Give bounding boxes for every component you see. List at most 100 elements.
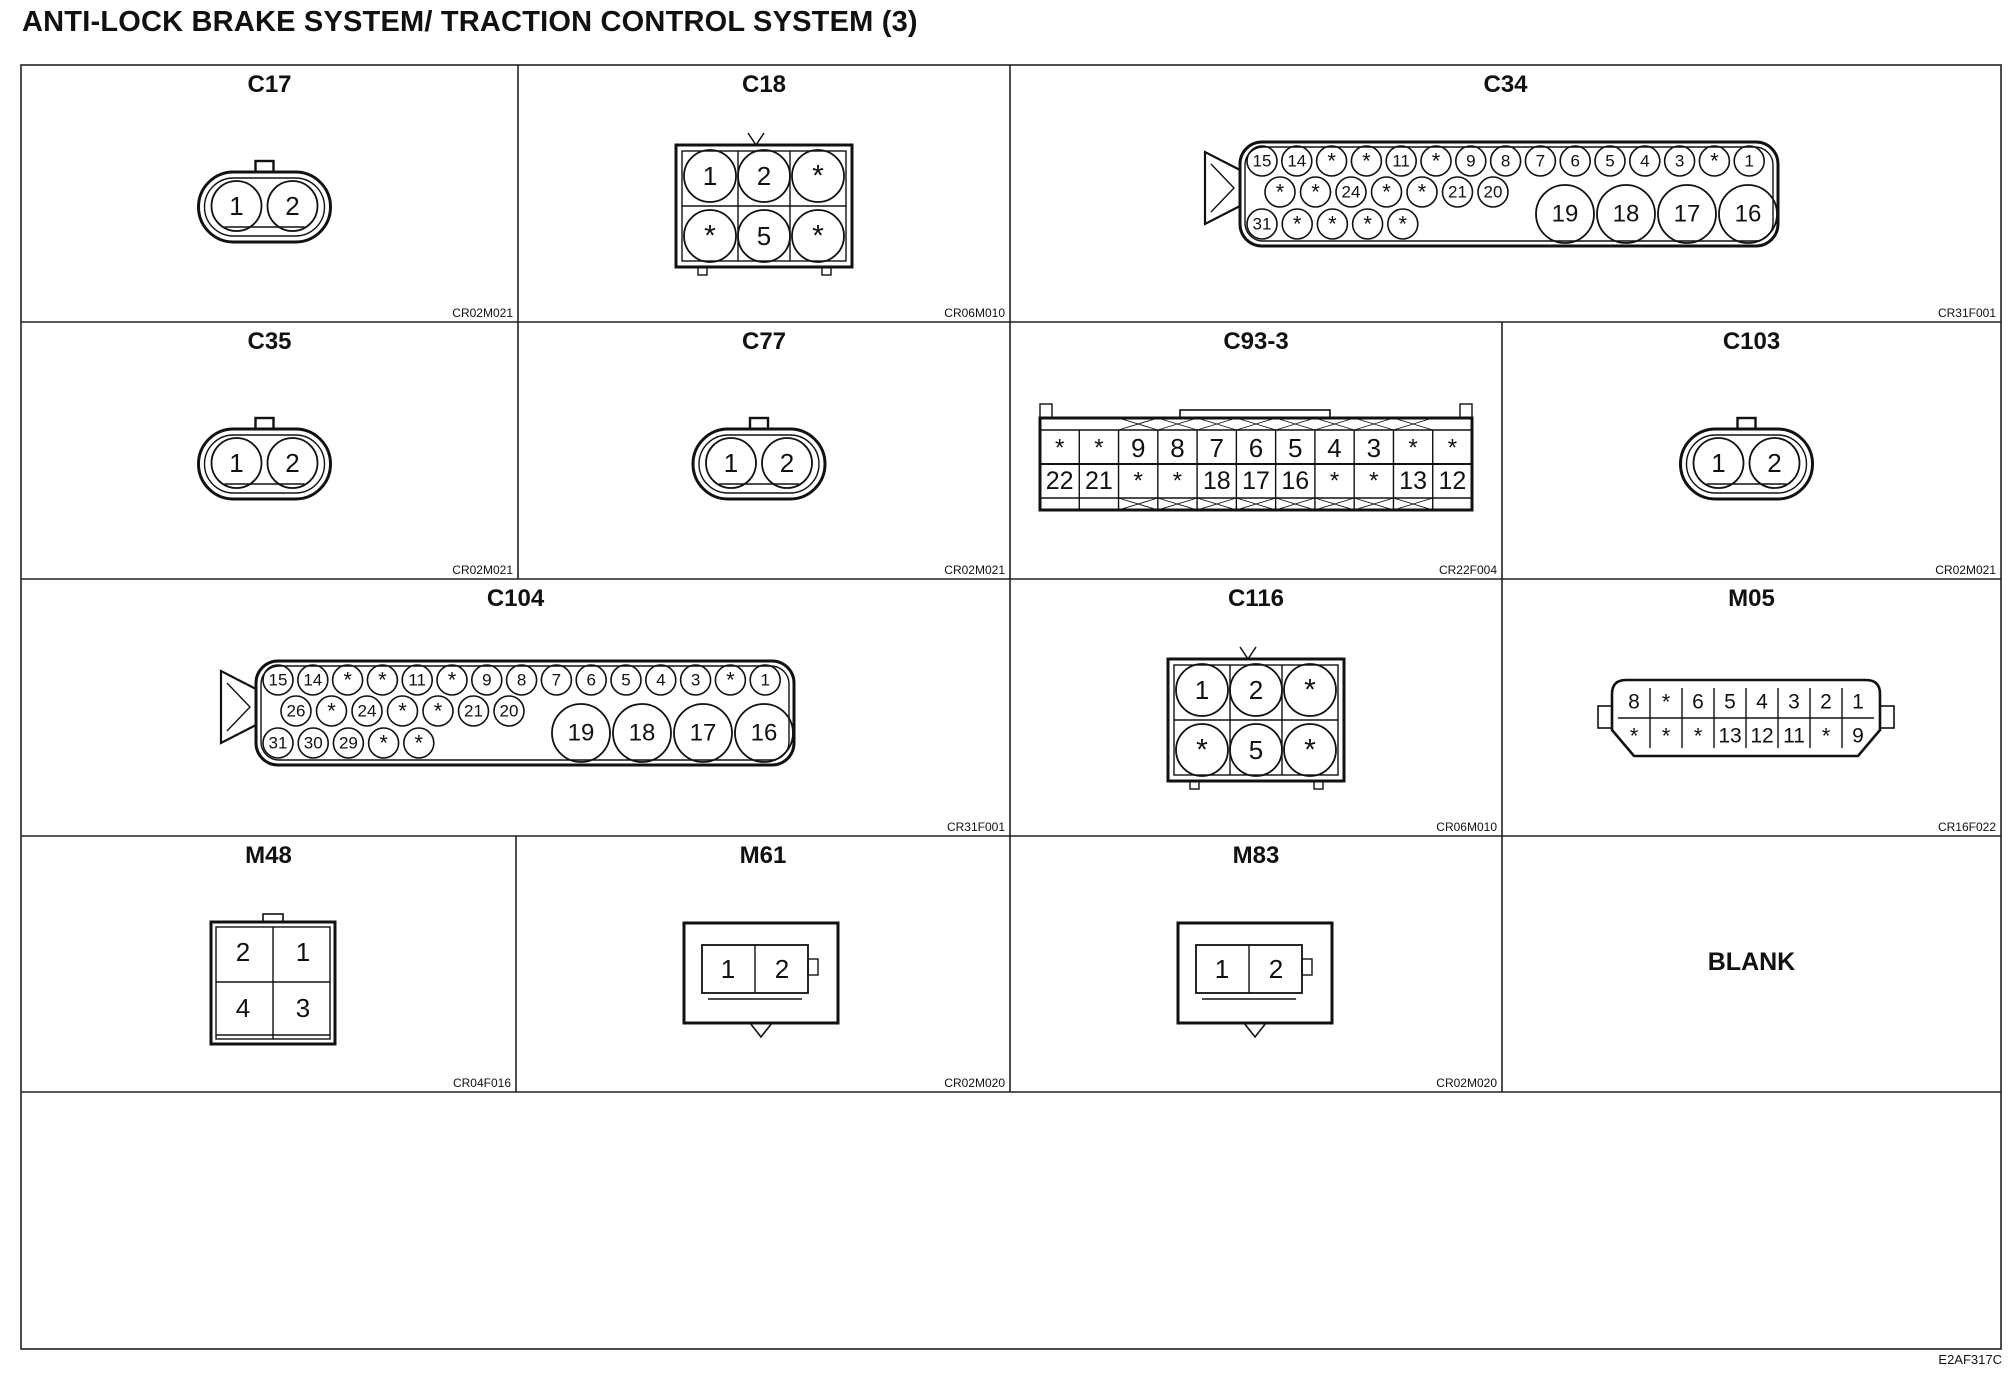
pin-cavity bbox=[1315, 145, 1348, 177]
pin-cavity bbox=[749, 664, 782, 696]
connector-label: C104 bbox=[486, 585, 545, 612]
connector-housing bbox=[197, 427, 332, 501]
pin-number: * bbox=[1694, 724, 1703, 749]
pin-cavity bbox=[1454, 145, 1487, 177]
connector-label: M05 bbox=[1728, 585, 1775, 612]
pin-number: * bbox=[398, 699, 407, 724]
page-title: ANTI-LOCK BRAKE SYSTEM/ TRACTION CONTROL… bbox=[22, 6, 918, 38]
drawing-code: E2AF317C bbox=[1938, 1352, 2002, 1367]
lock-foot bbox=[1313, 780, 1324, 790]
corner-lock bbox=[1039, 403, 1053, 419]
pin-number: 1 bbox=[229, 448, 243, 478]
pin-number: 3 bbox=[1367, 433, 1381, 463]
pin-cavity bbox=[210, 437, 263, 489]
hatch-mark bbox=[1393, 497, 1433, 511]
pin-number: * bbox=[812, 220, 824, 253]
hatch-mark bbox=[1236, 497, 1276, 511]
pin-number: 14 bbox=[303, 671, 322, 690]
pin-number: * bbox=[415, 731, 424, 756]
pin-number: 1 bbox=[296, 937, 310, 967]
connector-label: C116 bbox=[1227, 585, 1285, 612]
pin-number: 5 bbox=[1724, 691, 1736, 714]
pin-cavity bbox=[367, 727, 400, 759]
pin-cavity bbox=[1335, 176, 1367, 208]
pin-number: 4 bbox=[1640, 152, 1649, 171]
hatch-mark bbox=[1393, 417, 1433, 431]
pin-number: 16 bbox=[1735, 201, 1762, 228]
pin-cavity bbox=[1385, 145, 1418, 177]
pin-number: 2 bbox=[1820, 691, 1832, 714]
pin-number: * bbox=[1432, 149, 1441, 174]
pin-cavity bbox=[331, 664, 364, 696]
pin-number: 15 bbox=[1253, 152, 1272, 171]
pin-number: 3 bbox=[1675, 152, 1684, 171]
pin-number: 7 bbox=[552, 671, 561, 690]
pin-number: * bbox=[1304, 734, 1316, 767]
pin-cavity bbox=[1350, 145, 1383, 177]
pin-cavity bbox=[705, 437, 757, 489]
pin-cavity bbox=[1283, 723, 1337, 777]
pin-number: * bbox=[1399, 212, 1408, 237]
pin-number: * bbox=[1328, 212, 1337, 237]
pin-cavity bbox=[1281, 208, 1314, 240]
lock-foot bbox=[821, 266, 832, 276]
part-code: CR22F004 bbox=[1438, 563, 1497, 577]
pin-number: * bbox=[1418, 180, 1427, 205]
housing-inner bbox=[1685, 434, 1808, 494]
pin-cavity bbox=[1370, 176, 1403, 208]
pin-cavity bbox=[351, 695, 383, 727]
pin-cavity bbox=[761, 437, 813, 489]
pin-cavity bbox=[1596, 184, 1656, 244]
part-code: CR04F016 bbox=[452, 1076, 511, 1090]
part-code: CR02M021 bbox=[1935, 563, 1996, 577]
part-code: CR31F001 bbox=[1937, 306, 1996, 320]
pin-number: 12 bbox=[1750, 725, 1773, 748]
pin-cavity bbox=[1692, 437, 1745, 489]
pin-number: 11 bbox=[408, 671, 426, 690]
connector-label: M83 bbox=[1232, 842, 1280, 869]
pin-cavity bbox=[1316, 208, 1349, 240]
pin-number: 1 bbox=[1711, 448, 1725, 478]
pin-number: 19 bbox=[1552, 201, 1579, 228]
connector-label: C103 bbox=[1722, 328, 1781, 355]
pin-number: 3 bbox=[296, 993, 310, 1023]
pin-number: 18 bbox=[1613, 201, 1640, 228]
pin-number: 2 bbox=[757, 161, 771, 191]
pin-number: 1 bbox=[760, 671, 769, 690]
pin-number: 13 bbox=[1399, 467, 1427, 495]
pin-number: * bbox=[1094, 435, 1103, 462]
housing-inner bbox=[203, 177, 326, 237]
pin-cavity bbox=[714, 664, 747, 696]
pin-number: 20 bbox=[500, 702, 519, 721]
pin-cavity bbox=[1420, 145, 1452, 177]
hatch-mark bbox=[1118, 417, 1158, 431]
pin-cavity bbox=[737, 209, 791, 263]
pin-number: 6 bbox=[586, 671, 595, 690]
pin-cavity bbox=[679, 664, 712, 696]
blank-cell: BLANK bbox=[1502, 836, 2001, 1092]
pin-number: 8 bbox=[517, 671, 526, 690]
pin-cavity bbox=[1477, 176, 1509, 208]
pin-number: 29 bbox=[339, 734, 358, 753]
pin-number: 4 bbox=[1327, 433, 1341, 463]
pin-cavity bbox=[737, 149, 791, 203]
pin-number: 11 bbox=[1783, 725, 1805, 748]
pin-cavity bbox=[683, 149, 737, 203]
pin-number: 17 bbox=[1242, 467, 1270, 495]
pin-cavity bbox=[1386, 208, 1419, 240]
connector-housing bbox=[1176, 921, 1334, 1025]
pin-number: 14 bbox=[1287, 152, 1306, 171]
hatch-mark bbox=[1314, 497, 1355, 511]
pin-cavity bbox=[402, 727, 435, 759]
pin-number: 8 bbox=[1501, 152, 1510, 171]
